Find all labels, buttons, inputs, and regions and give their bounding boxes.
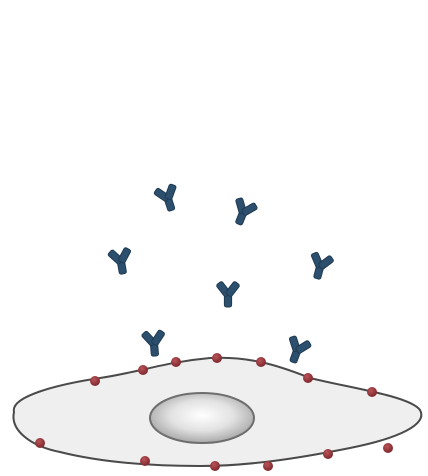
antigen-dot [383,443,393,453]
antigen-dot [171,357,181,367]
antigen-dot [140,456,150,466]
antigen-dot [138,365,148,375]
antigen-dot [323,449,333,459]
antigen-dot [212,353,222,363]
antigen-dot [303,373,313,383]
antigen-dot [90,376,100,386]
antigen-dot [263,461,273,471]
antigen-dot [367,387,377,397]
antigen-dot [210,461,220,471]
antigen-dot [35,438,45,448]
antigen-dot [256,357,266,367]
nucleus [150,393,254,443]
